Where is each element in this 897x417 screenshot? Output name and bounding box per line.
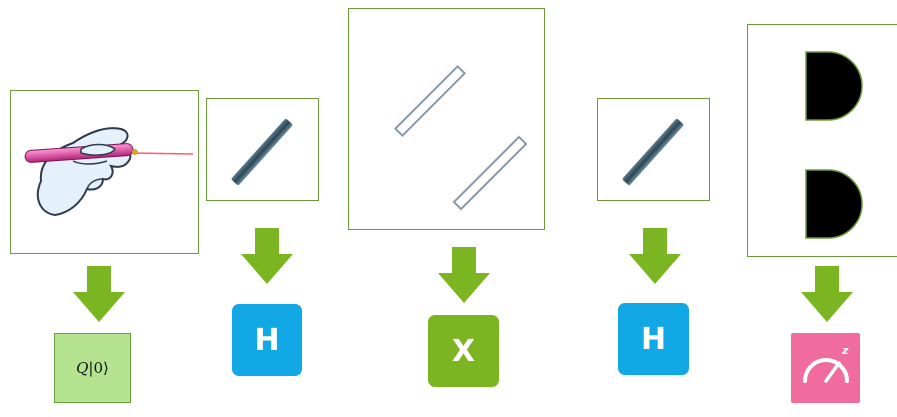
down-arrow-icon	[73, 266, 125, 322]
hadamard-gate-2: H	[618, 303, 689, 375]
detectors-icon	[805, 51, 863, 239]
z-axis-label: z	[841, 344, 849, 357]
laser-source-panel	[10, 90, 199, 254]
mirrors-panel	[348, 8, 545, 230]
meter-gauge-icon: z	[803, 344, 849, 383]
laser-pointer-hand-icon	[24, 127, 194, 217]
down-arrow-icon	[438, 247, 490, 303]
down-arrow-icon	[241, 228, 293, 284]
beam-splitter-icon	[622, 119, 684, 185]
beam-splitter-panel-2	[597, 98, 710, 201]
detectors-panel	[747, 24, 897, 257]
beam-splitter-panel-1	[206, 98, 319, 201]
down-arrow-icon	[629, 228, 681, 284]
initial-state-gate: Q|0⟩	[54, 333, 131, 403]
measurement-gate: z	[791, 333, 860, 403]
ket-zero-label: |0⟩	[88, 359, 109, 377]
mirrors-icon	[393, 64, 528, 211]
qubit-label: Q	[76, 359, 89, 377]
down-arrow-icon	[801, 266, 853, 322]
not-gate: X	[428, 315, 499, 387]
beam-splitter-icon	[231, 119, 293, 185]
hadamard-gate-1: H	[232, 304, 302, 376]
